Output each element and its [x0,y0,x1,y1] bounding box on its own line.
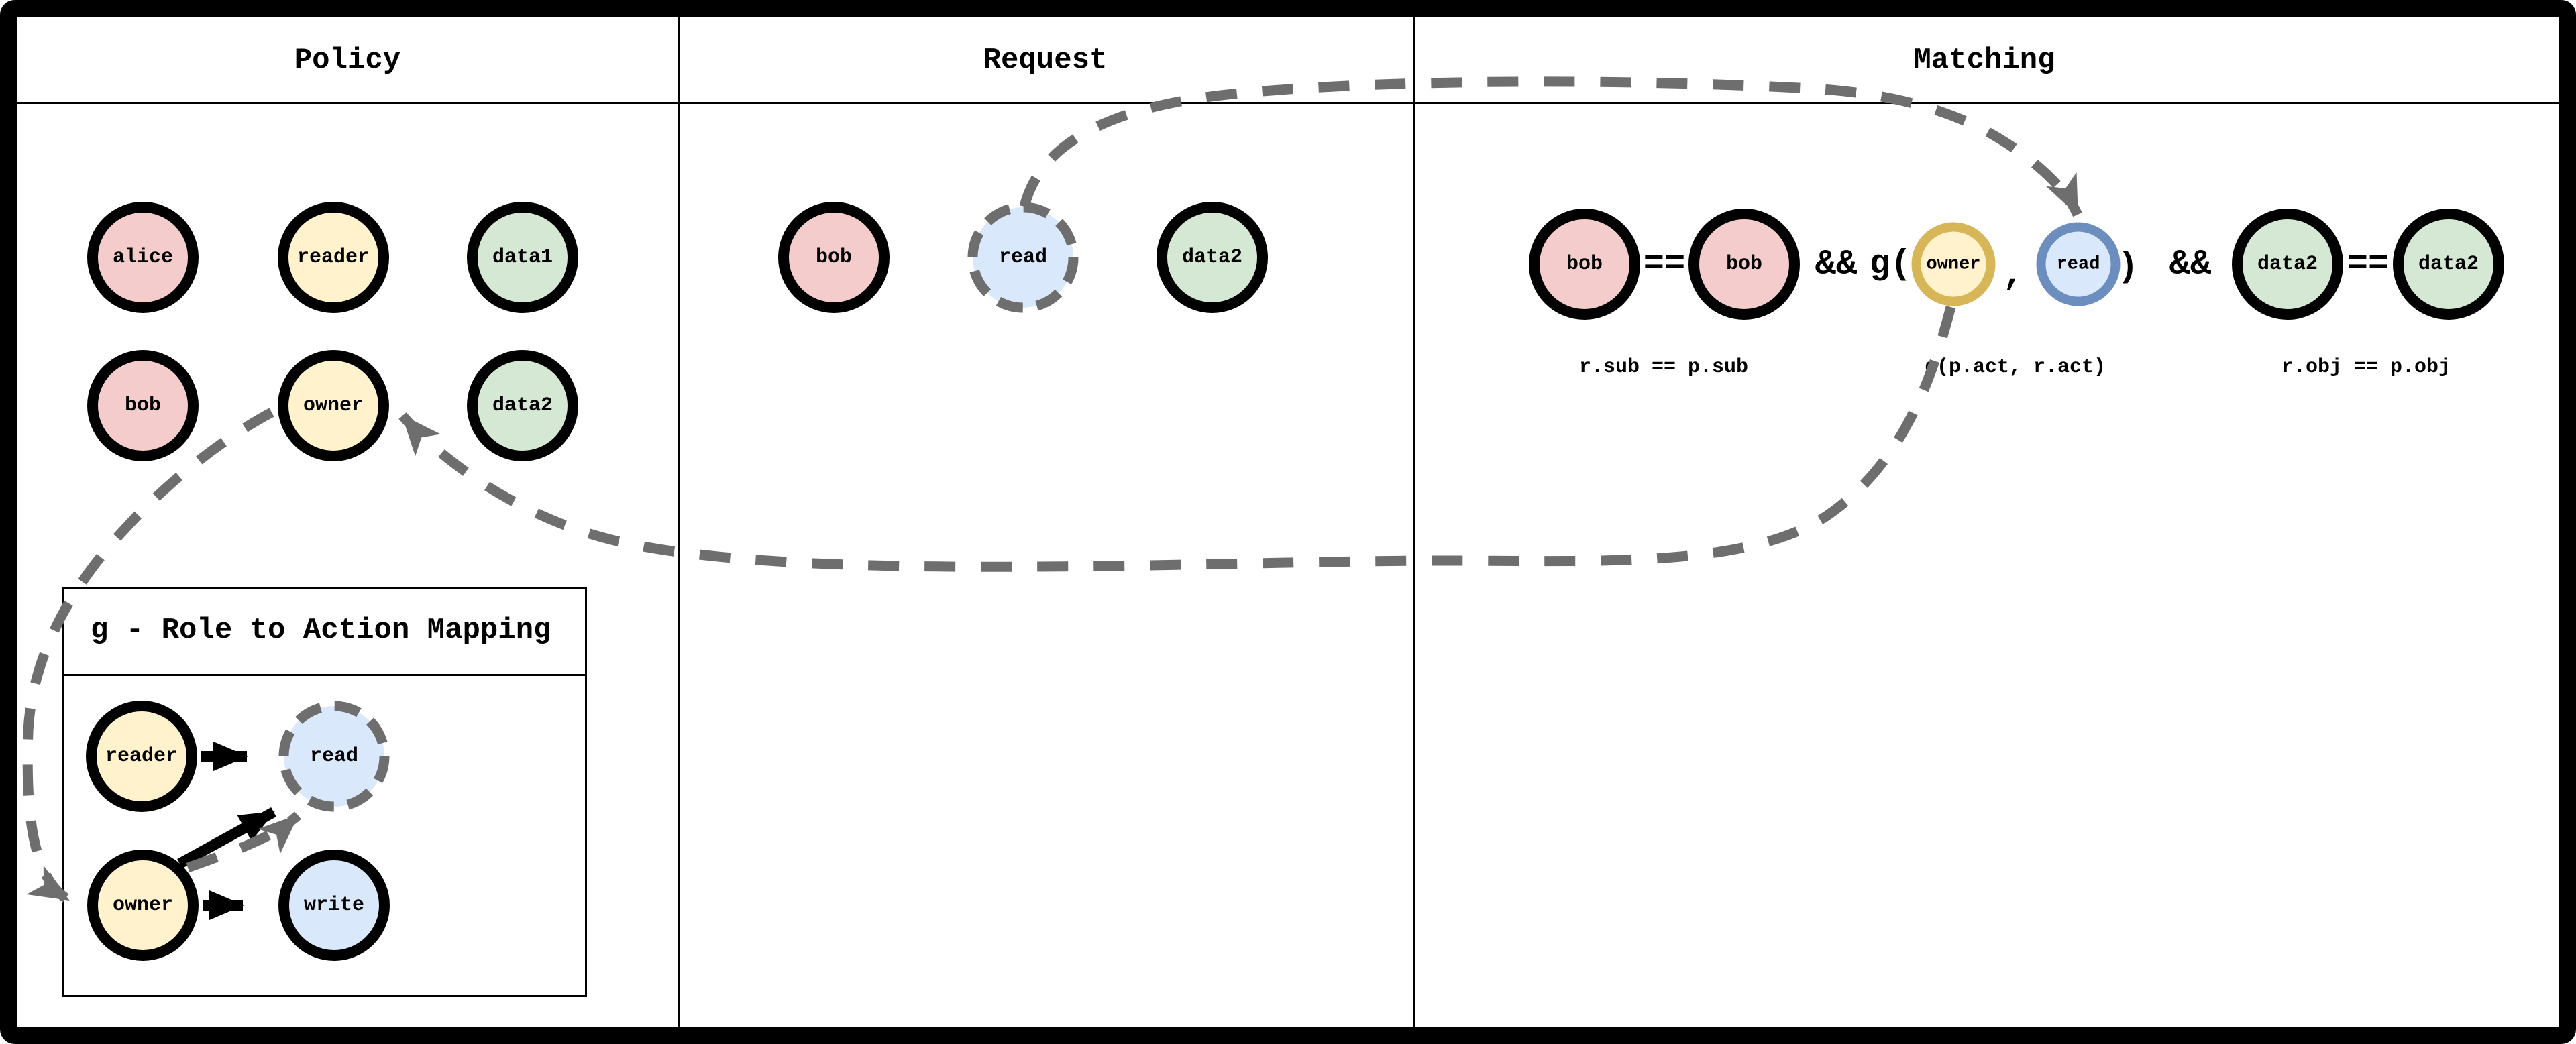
equals-operator: == [2347,244,2390,284]
matching-node-r-obj: data2 [2232,209,2343,320]
policy-node-bob: bob [87,350,199,461]
matching-node-p-sub: bob [1688,209,1800,320]
node-label: owner [303,394,364,417]
policy-node-alice: alice [87,202,199,313]
comma-separator: , [2002,255,2024,295]
g-mapping-node-reader: reader [86,701,197,812]
request-node-bob: bob [778,202,890,313]
and-operator: && [2169,244,2212,284]
request-matching-divider [1413,17,1415,1027]
and-operator: && [1815,244,1858,284]
g-function-close: ) [2117,247,2139,287]
node-label: data1 [492,246,553,269]
node-label: owner [112,894,173,917]
request-node-data2: data2 [1157,202,1268,313]
policy-node-data2: data2 [467,350,578,461]
node-label: write [303,894,364,917]
g-mapping-title: g - Role to Action Mapping [91,614,551,647]
node-label: read [309,745,358,768]
matching-panel-title: Matching [1913,44,2055,77]
request-panel-title: Request [983,44,1108,77]
matching-node-r-sub: bob [1529,209,1640,320]
g-mapping-title-separator [62,674,587,676]
g-mapping-node-owner: owner [87,850,199,961]
node-label: reader [297,246,370,269]
node-label: data2 [1181,246,1242,269]
node-label: alice [112,246,173,269]
policy-panel-title: Policy [294,44,401,77]
connector-matching-owner-to-policy-owner [398,306,1956,572]
g-mapping-node-write: write [278,850,390,961]
node-label: data2 [492,394,553,417]
g-function-open: g( [1869,244,1912,284]
header-separator-line [17,102,2559,104]
policy-node-owner: owner [278,350,389,461]
matching-node-p-act-owner: owner [1911,222,1996,306]
equals-operator: == [1643,244,1686,284]
object-rule-caption: r.obj == p.obj [2281,356,2451,379]
g-mapping-node-read-dashed: read [284,706,384,807]
node-label: data2 [2257,253,2318,276]
matching-node-r-act-read: read [2036,222,2121,306]
node-label: owner [1926,254,1981,274]
policy-node-reader: reader [278,202,389,313]
request-node-read-dashed: read [973,207,1073,308]
node-label: reader [105,745,178,768]
action-rule-caption: g(p.act, r.act) [1924,356,2106,379]
subject-rule-caption: r.sub == p.sub [1578,356,1749,379]
node-label: bob [815,246,852,269]
node-label: read [2056,254,2100,274]
matching-node-p-obj: data2 [2393,209,2504,320]
node-label: read [998,246,1047,269]
node-label: bob [124,394,161,417]
node-label: bob [1566,253,1603,276]
node-label: data2 [2418,253,2479,276]
node-label: bob [1725,253,1762,276]
policy-node-data1: data1 [467,202,578,313]
policy-request-divider [678,17,680,1027]
